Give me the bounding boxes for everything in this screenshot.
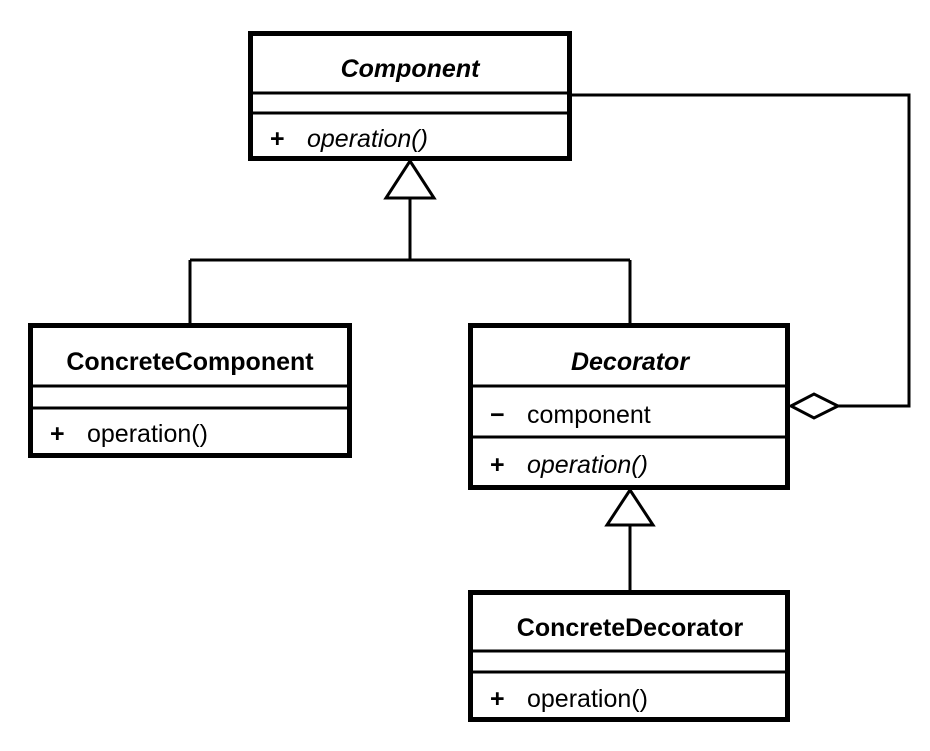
attribute-visibility-decorator: −: [490, 401, 505, 429]
attribute-name-decorator: component: [527, 401, 651, 429]
class-name-decorator: Decorator: [571, 348, 690, 376]
class-box-outline: [28, 323, 352, 458]
class-box-component[interactable]: Component + operation(): [248, 31, 572, 161]
hollow-triangle-icon: [383, 158, 437, 200]
operation-visibility-decorator: +: [490, 451, 505, 479]
class-box-decorator[interactable]: Decorator − component + operation(): [468, 323, 790, 490]
class-box-concrete-decorator[interactable]: ConcreteDecorator + operation(): [468, 590, 790, 722]
operation-signature-concrete-component: operation(): [87, 420, 208, 448]
operation-visibility-concrete-component: +: [50, 420, 65, 448]
hollow-diamond-icon: [787, 392, 842, 420]
class-box-outline: [468, 323, 790, 490]
aggregation-connector-decorator-component: [572, 93, 911, 420]
class-box-concrete-component[interactable]: ConcreteComponent + operation(): [28, 323, 352, 458]
generalization-connector-to-component: [188, 158, 632, 323]
hollow-triangle-icon: [604, 487, 656, 527]
class-box-outline: [468, 590, 790, 722]
operation-signature-component: operation(): [307, 125, 428, 153]
class-box-outline: [248, 31, 572, 161]
operation-signature-concrete-decorator: operation(): [527, 685, 648, 713]
operation-signature-decorator: operation(): [527, 451, 648, 479]
class-name-concrete-decorator: ConcreteDecorator: [517, 614, 744, 642]
class-name-component: Component: [341, 55, 482, 83]
operation-visibility-component: +: [270, 125, 285, 153]
class-name-concrete-component: ConcreteComponent: [66, 348, 314, 376]
aggregation-route-line: [572, 93, 911, 408]
operation-visibility-concrete-decorator: +: [490, 685, 505, 713]
generalization-connector-to-decorator: [604, 487, 656, 590]
